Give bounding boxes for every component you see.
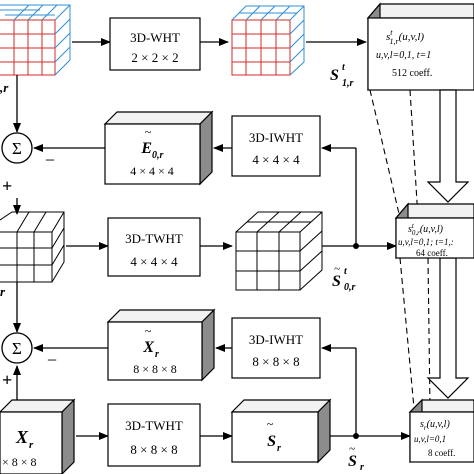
svg-text:64 coeff.: 64 coeff. [416, 248, 448, 258]
svg-text:st1,r(u,v,l): st1,r(u,v,l) [386, 28, 424, 46]
big-arrow-down-2 [426, 257, 470, 399]
iwht-block-low: 3D-IWHT 8 × 8 × 8 [231, 317, 321, 379]
svg-text:× 8 × 8: × 8 × 8 [2, 455, 37, 469]
left-cut-label-2: r [0, 284, 6, 299]
sum-node-1 [1, 132, 33, 164]
svg-text:4 × 4 × 4: 4 × 4 × 4 [130, 254, 178, 269]
svg-text:r: r [29, 439, 34, 451]
svg-text:r: r [360, 462, 364, 473]
wht-top-name: 3D-WHT [130, 30, 180, 45]
svg-text:~: ~ [267, 417, 274, 431]
svg-text:8 × 8 × 8: 8 × 8 × 8 [133, 362, 177, 376]
svg-text:3D-TWHT: 3D-TWHT [125, 418, 183, 433]
iwht-block-mid: 3D-IWHT 4 × 4 × 4 [231, 115, 321, 177]
left-cut-label: ,r [0, 80, 9, 95]
big-arrow-down-1 [426, 89, 470, 203]
svg-text:st0,r(u,v,l): st0,r(u,v,l) [408, 222, 444, 237]
sum-node-2 [1, 332, 33, 364]
svg-text:u,v,l=0,1; t=1,:: u,v,l=0,1; t=1,: [398, 237, 454, 247]
dash-mid-lower [427, 257, 431, 409]
twht-block-low: 3D-TWHT 8 × 8 × 8 [107, 403, 201, 467]
svg-text:4 × 4 × 4: 4 × 4 × 4 [252, 152, 300, 167]
svg-text:8 × 8 × 8: 8 × 8 × 8 [130, 442, 177, 457]
svg-text:S: S [330, 67, 339, 84]
input-cube-mid-left [0, 211, 65, 283]
svg-text:t: t [344, 266, 348, 277]
svg-text:8 coeff.: 8 coeff. [428, 448, 455, 458]
svg-text:sr(u,v,l): sr(u,v,l) [420, 419, 450, 432]
label-s1r: S t 1,r [330, 62, 354, 89]
coeff-panel-low: sr(u,v,l) u,v,l=0,1 8 coeff. [408, 398, 474, 463]
svg-text:u,v,l=0,1, t=1: u,v,l=0,1, t=1 [376, 50, 431, 61]
sum-symbol-2: Σ [12, 339, 22, 358]
plus-sign-1: + [2, 176, 12, 196]
svg-text:0,r: 0,r [344, 282, 356, 293]
sr-block: ~ S r [230, 398, 332, 464]
label-sr: ~ S r [348, 443, 364, 473]
svg-text:X: X [142, 339, 154, 356]
dash-left-upper [369, 89, 401, 219]
minus-sign-1: − [45, 150, 55, 170]
svg-text:3D-IWHT: 3D-IWHT [249, 130, 303, 145]
svg-text:0,r: 0,r [152, 150, 164, 161]
minus-sign-2: − [47, 350, 57, 370]
svg-text:E: E [140, 140, 152, 157]
svg-text:X: X [15, 427, 29, 447]
xr-block-mid: ~ X r 8 × 8 × 8 [106, 308, 216, 382]
svg-text:3D-IWHT: 3D-IWHT [249, 332, 303, 347]
svg-text:4 × 4 × 4: 4 × 4 × 4 [130, 164, 174, 178]
e0r-block: E 0,r ~ 4 × 4 × 4 [103, 110, 214, 186]
svg-text:3D-TWHT: 3D-TWHT [125, 231, 183, 246]
svg-text:t: t [342, 62, 346, 73]
input-cube-top-left [0, 4, 71, 76]
svg-text:~: ~ [334, 263, 340, 275]
svg-text:~: ~ [145, 324, 152, 338]
wht-top-size: 2 × 2 × 2 [131, 50, 178, 65]
sum-symbol-1: Σ [12, 139, 22, 158]
svg-text:r: r [277, 443, 281, 454]
svg-text:512 coeff.: 512 coeff. [392, 68, 432, 79]
xr-block-left: X r × 8 × 8 [0, 398, 76, 474]
dash-left-lower [399, 257, 415, 409]
plus-sign-2: + [2, 370, 12, 390]
svg-text:S: S [348, 453, 357, 470]
svg-text:1,r: 1,r [342, 78, 354, 89]
svg-text:~: ~ [145, 125, 152, 139]
svg-text:S: S [267, 433, 276, 450]
twht-block-mid: 3D-TWHT 4 × 4 × 4 [107, 217, 201, 277]
svg-text:~: ~ [349, 443, 355, 455]
svg-text:8 × 8 × 8: 8 × 8 × 8 [252, 354, 299, 369]
label-s0r: ~ S t 0,r [332, 263, 356, 293]
wht-block-top: 3D-WHT 2 × 2 × 2 [109, 17, 201, 71]
svg-text:u,v,l=0,1: u,v,l=0,1 [414, 434, 446, 444]
output-cube-top [231, 5, 305, 76]
svg-text:r: r [155, 349, 159, 360]
output-cube-mid [235, 211, 323, 291]
dash-mid-upper [409, 89, 419, 219]
svg-text:S: S [332, 273, 341, 290]
